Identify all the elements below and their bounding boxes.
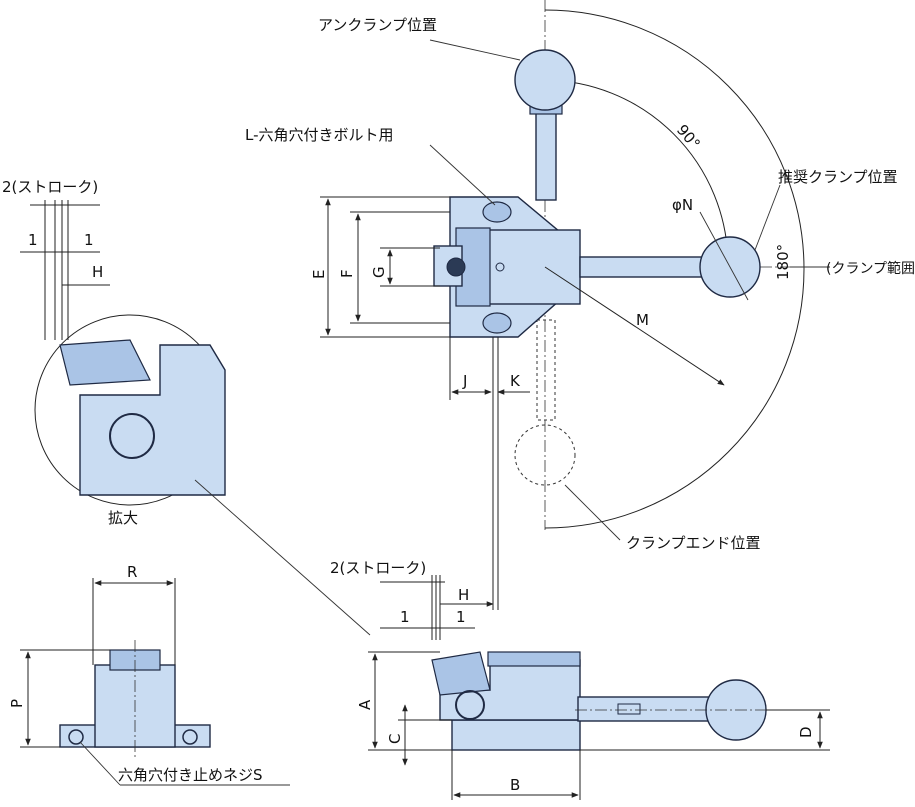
unclamp-leader [429, 39, 521, 61]
front-view: R P 六角穴付き止めネジS [8, 563, 290, 786]
dim-b-label: B [510, 776, 520, 794]
bolt-leader [429, 144, 496, 206]
enlarged-detail: 2(ストローク) 1 1 H 拡大 [2, 178, 371, 636]
dim-m-label: M [636, 311, 649, 329]
clamp-end-label: クランプエンド位置 [626, 534, 761, 552]
handle-shaft-horizontal [579, 256, 711, 278]
pivot-mark [495, 262, 505, 272]
side-handle-slot [617, 703, 641, 715]
detail-one-b: 1 [84, 231, 94, 249]
side-h-label: H [458, 586, 469, 604]
enlarge-leader [194, 479, 371, 636]
phi-n-leader [699, 211, 749, 301]
angle-90-label: 90° [673, 121, 704, 153]
detail-stroke-label: 2(ストローク) [2, 178, 98, 196]
top-view: M φN 90° 180° E F G J K アンクランプ位置 L-六角穴付き… [245, 0, 915, 610]
side-pivot [455, 690, 485, 720]
phi-n-label: φN [672, 196, 693, 214]
detail-body [79, 344, 226, 496]
side-handle [577, 696, 714, 722]
detail-h-label: H [92, 263, 103, 281]
range-arc-90 [544, 79, 731, 263]
dim-j-label: J [462, 372, 467, 390]
side-view: 2(ストローク) H 1 1 A C B D [330, 559, 830, 800]
side-base [451, 719, 581, 751]
side-top-plate [487, 651, 581, 667]
range-label: (クランプ範囲) [826, 260, 915, 277]
unclamp-label: アンクランプ位置 [318, 16, 437, 34]
dim-r-label: R [127, 563, 137, 581]
dim-c-label: C [386, 734, 404, 744]
dim-a-label: A [356, 699, 374, 710]
front-screw-right [182, 729, 198, 745]
side-stroke-label: 2(ストローク) [330, 559, 426, 577]
side-one-d: 1 [456, 608, 466, 626]
recommended-label: 推奨クランプ位置 [778, 168, 898, 186]
enlarged-label: 拡大 [108, 509, 138, 527]
clamp-end-ball [514, 424, 576, 486]
clamp-end-leader [564, 484, 621, 541]
bolt-slot-top [482, 201, 512, 223]
side-one-c: 1 [400, 608, 410, 626]
handle-shaft-vertical [535, 109, 557, 201]
bolt-slot-bottom [482, 312, 512, 334]
dim-m-line [544, 266, 725, 386]
side-jaw [431, 651, 491, 696]
range-arc-180 [544, 9, 805, 529]
front-screw-left [68, 729, 84, 745]
dim-d-label: D [797, 726, 815, 738]
hex-bolt [446, 257, 466, 277]
set-screw-label: 六角穴付き止めネジS [118, 766, 263, 784]
angle-180-label: 180° [774, 244, 792, 280]
dim-k-label: K [510, 372, 521, 390]
dim-e-label: E [310, 270, 328, 279]
dim-f-label: F [338, 269, 356, 278]
recommended-leader [754, 184, 781, 251]
set-screw-leader [79, 741, 121, 786]
detail-one-a: 1 [28, 231, 38, 249]
detail-jaw [59, 339, 151, 386]
dim-g-label: G [370, 266, 388, 278]
unclamp-ball [514, 49, 576, 111]
clamp-body [487, 229, 581, 305]
bolt-label: L-六角穴付きボルト用 [245, 126, 394, 144]
dim-p-label: P [8, 699, 26, 708]
detail-pivot [109, 413, 155, 459]
ghost-shaft [536, 319, 556, 421]
